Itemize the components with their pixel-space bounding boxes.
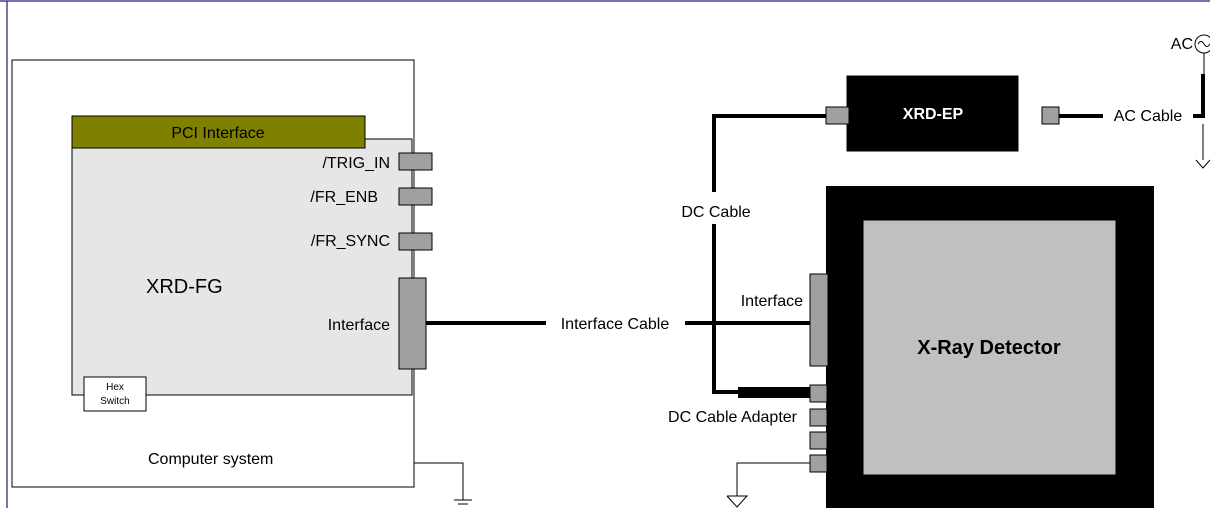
x-ray-detector-label: X-Ray Detector: [917, 337, 1061, 359]
ac-source-label: AC: [1171, 36, 1193, 53]
xrd-ep-ac-connector: [1041, 106, 1060, 125]
dc-cable-adapter-label: DC Cable Adapter: [668, 409, 798, 426]
dc-cable: [712, 114, 826, 394]
x-ray-detector-screen: [862, 219, 1117, 476]
xrd-fg-board: [71, 138, 413, 396]
xrd-ep-unit: [846, 75, 1019, 152]
detector-interface-connector: [809, 273, 829, 367]
ac-cable-label: AC Cable: [1114, 108, 1183, 125]
detector-connector-3: [809, 431, 828, 450]
port-fr-sync-label: /FR_SYNC: [311, 233, 390, 250]
hex-switch: [83, 376, 147, 412]
port-fr-sync-connector: [398, 232, 433, 251]
detector-connector-2: [809, 408, 828, 427]
dc-cable-label: DC Cable: [681, 204, 750, 221]
xrd-ep-label: XRD-EP: [903, 106, 964, 123]
detector-interface-label: Interface: [741, 293, 803, 310]
computer-ground-icon: [414, 462, 472, 505]
ac-cable: [1059, 74, 1205, 118]
pci-interface-bar: [71, 115, 366, 149]
detector-ground-connector: [809, 454, 828, 473]
port-interface-connector: [398, 277, 427, 370]
xrd-fg-label: XRD-FG: [146, 276, 223, 298]
computer-system-label: Computer system: [148, 451, 273, 468]
ac-ground-icon: [1195, 124, 1210, 169]
ac-source-icon: [1194, 34, 1210, 74]
port-trig-in-label: /TRIG_IN: [322, 155, 390, 172]
port-trig-in-connector: [398, 152, 433, 171]
dc-cable-adapter-body: [738, 387, 812, 398]
hex-switch-label-line1: Hex: [106, 382, 124, 393]
port-fr-enb-label: /FR_ENB: [310, 189, 378, 206]
port-interface-label: Interface: [328, 317, 390, 334]
detector-dc-connector: [809, 384, 828, 403]
pci-interface-label: PCI Interface: [171, 125, 264, 142]
port-fr-enb-connector: [398, 187, 433, 206]
hex-switch-label-line2: Switch: [100, 396, 129, 407]
detector-ground-icon: [726, 462, 810, 508]
interface-cable-label: Interface Cable: [561, 316, 670, 333]
xrd-ep-dc-connector: [825, 106, 850, 125]
